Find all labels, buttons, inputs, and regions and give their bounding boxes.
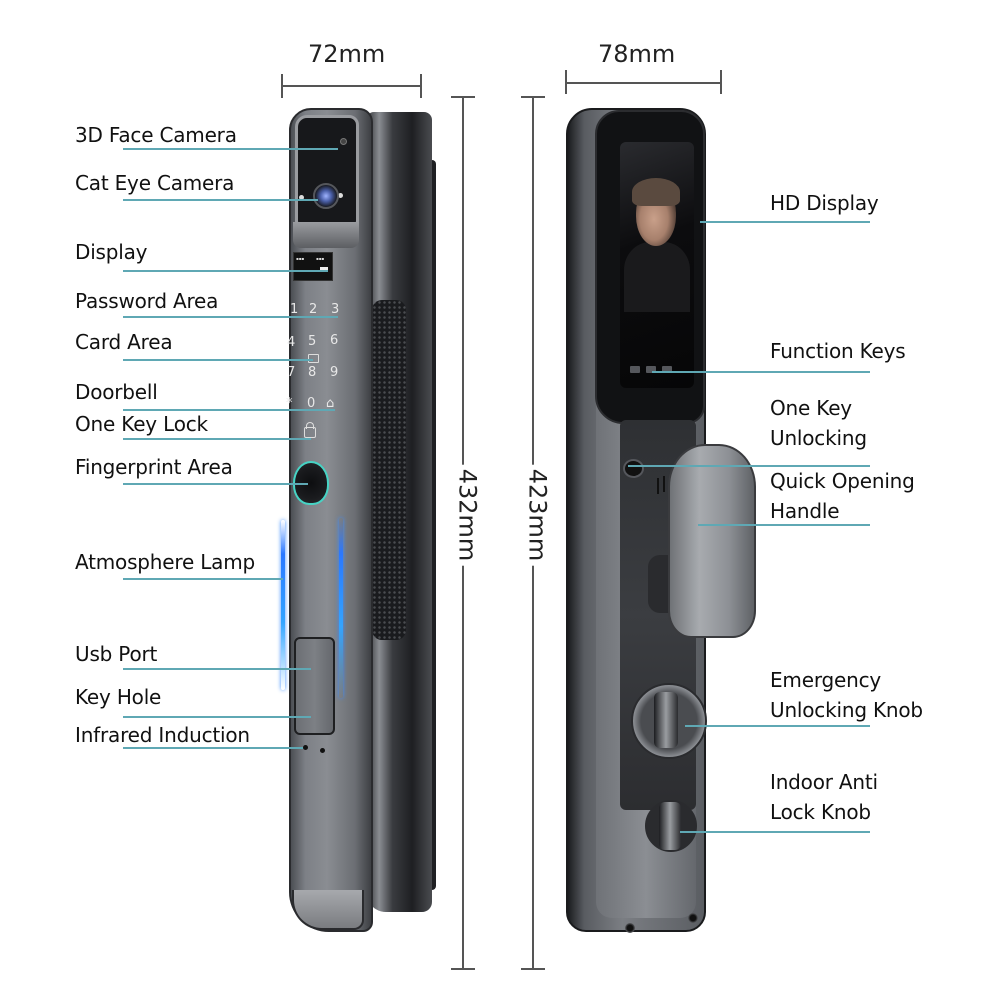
left-width-tick-end [420, 74, 422, 98]
leader-card-area [123, 359, 313, 361]
label-cat-eye-camera: Cat Eye Camera [75, 171, 235, 195]
right-width-tick-start [565, 70, 567, 94]
right-width-label: 78mm [598, 40, 676, 68]
label-infrared-induction: Infrared Induction [75, 723, 250, 747]
key-5[interactable]: 5 [308, 334, 317, 349]
one-key-unlock-button-icon[interactable] [623, 459, 644, 478]
label-face-camera: 3D Face Camera [75, 123, 237, 147]
key-7[interactable]: 7 [287, 365, 296, 380]
atmosphere-lamp-right-icon [339, 518, 343, 698]
speaker-slot-icon [657, 478, 659, 494]
camera-bezel [293, 222, 359, 248]
function-key-icon[interactable] [662, 366, 672, 373]
key-8[interactable]: 8 [308, 365, 317, 380]
camera-sensor-icon [340, 138, 347, 145]
hd-display-screen [620, 142, 694, 388]
left-width-label: 72mm [308, 40, 386, 68]
leader-doorbell [123, 409, 335, 411]
label-doorbell: Doorbell [75, 380, 158, 404]
key-2[interactable]: 2 [309, 302, 318, 317]
label-hd-display: HD Display [770, 191, 879, 215]
atmosphere-lamp-left-icon [281, 520, 285, 690]
leader-infrared-induction [123, 747, 303, 749]
screw-icon [625, 923, 635, 933]
left-width-dimension-line [282, 85, 421, 87]
label-one-key-unlocking-line1: One Key [770, 396, 852, 420]
card-reader-icon [308, 354, 319, 363]
left-lock-speaker-grille [372, 300, 406, 640]
label-key-hole: Key Hole [75, 685, 162, 709]
right-width-dimension-line [566, 82, 721, 84]
portrait-hair [632, 178, 680, 206]
label-function-keys: Function Keys [770, 339, 906, 363]
left-height-label: 432mm [453, 464, 482, 566]
key-3[interactable]: 3 [331, 302, 340, 317]
leader-function-keys [652, 371, 870, 373]
function-key-icon[interactable] [630, 366, 640, 373]
leader-hd-display [700, 221, 870, 223]
doorbell-key-icon[interactable]: ⌂ [326, 396, 335, 411]
leader-one-key-lock [123, 438, 311, 440]
battery-icon [320, 267, 328, 272]
ir-light-icon [338, 193, 343, 198]
portrait-body [624, 242, 690, 312]
right-width-tick-end [720, 70, 722, 94]
emergency-unlocking-knob[interactable] [654, 692, 678, 748]
label-password-area: Password Area [75, 289, 219, 313]
speaker-slot-icon [663, 476, 665, 492]
leader-display [123, 270, 328, 272]
key-9[interactable]: 9 [330, 365, 339, 380]
label-atmosphere-lamp: Atmosphere Lamp [75, 550, 256, 574]
left-height-tick-bottom [451, 968, 475, 970]
cat-eye-camera-lens-icon [313, 183, 339, 209]
leader-usb-port [123, 668, 311, 670]
one-key-lock-icon[interactable] [304, 422, 316, 438]
infrared-sensor-icon [303, 745, 308, 750]
label-usb-port: Usb Port [75, 642, 158, 666]
leader-atmosphere-lamp [123, 578, 283, 580]
infrared-sensor-icon [320, 748, 325, 753]
usb-keyhole-cover[interactable] [294, 637, 335, 735]
label-quick-opening-handle-line1: Quick Opening [770, 469, 915, 493]
label-anti-lock-knob-line1: Indoor Anti [770, 770, 878, 794]
key-6[interactable]: 6 [330, 333, 339, 348]
leader-fingerprint-area [123, 483, 308, 485]
quick-opening-handle[interactable] [668, 444, 756, 638]
label-card-area: Card Area [75, 330, 173, 354]
ir-light-icon [299, 195, 304, 200]
indoor-anti-lock-knob[interactable] [659, 802, 681, 850]
left-width-tick-start [281, 74, 283, 98]
leader-emergency-knob [685, 725, 870, 727]
function-key-icon[interactable] [646, 366, 656, 373]
leader-cat-eye-camera [123, 199, 318, 201]
leader-password-area [123, 316, 338, 318]
left-lock-base [292, 890, 364, 930]
label-fingerprint-area: Fingerprint Area [75, 455, 233, 479]
key-1[interactable]: 1 [290, 302, 299, 317]
leader-one-key-unlocking [628, 465, 870, 467]
leader-anti-lock-knob [680, 831, 870, 833]
label-one-key-lock: One Key Lock [75, 412, 208, 436]
right-height-tick-top [521, 96, 545, 98]
leader-face-camera [123, 148, 338, 150]
left-height-tick-top [451, 96, 475, 98]
leader-key-hole [123, 716, 311, 718]
screw-icon [688, 913, 698, 923]
key-4[interactable]: 4 [287, 335, 296, 350]
face-camera-module [295, 115, 359, 229]
label-quick-opening-handle-line2: Handle [770, 499, 840, 523]
status-display: ▪▪▪ ▪▪▪ [293, 252, 333, 281]
right-height-label: 423mm [523, 464, 552, 566]
label-anti-lock-knob-line2: Lock Knob [770, 800, 871, 824]
label-emergency-knob-line1: Emergency [770, 668, 882, 692]
label-emergency-knob-line2: Unlocking Knob [770, 698, 923, 722]
leader-quick-opening-handle [698, 524, 870, 526]
right-height-tick-bottom [521, 968, 545, 970]
key-0[interactable]: 0 [307, 396, 316, 411]
label-display: Display [75, 240, 148, 264]
label-one-key-unlocking-line2: Unlocking [770, 426, 867, 450]
key-star[interactable]: * [286, 396, 293, 411]
